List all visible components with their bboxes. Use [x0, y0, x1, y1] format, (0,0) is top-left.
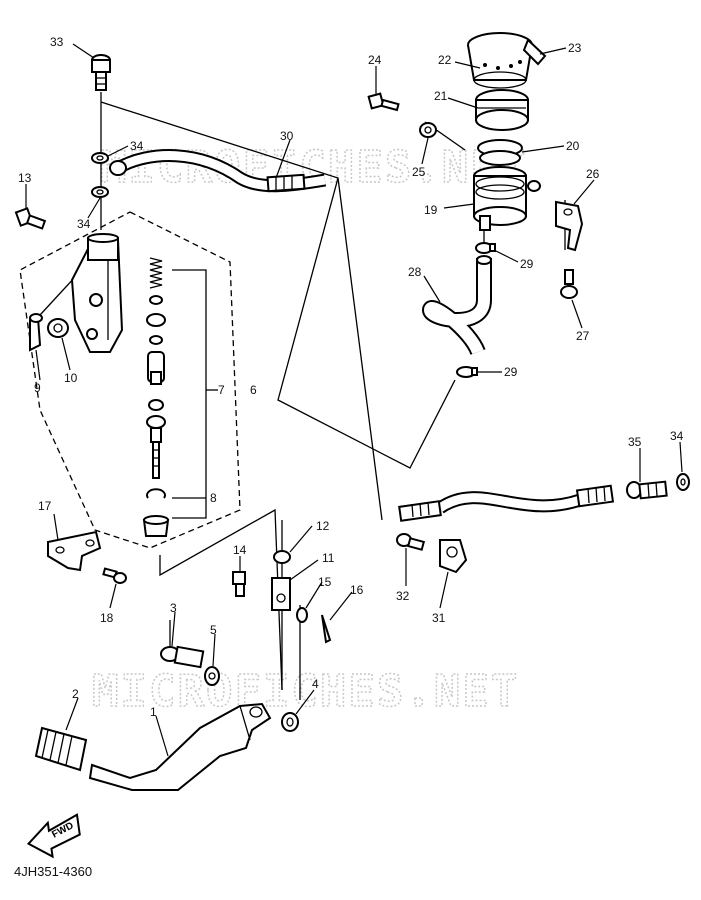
reservoir-cap-22-23	[467, 32, 547, 89]
brake-hose-30	[109, 149, 327, 193]
callout-15: 15	[318, 575, 332, 589]
callout-19: 19	[424, 203, 438, 217]
pedal-rubber-2	[34, 726, 88, 772]
callout-3: 3	[170, 601, 177, 615]
bolt-13	[14, 207, 47, 230]
callout-35: 35	[628, 435, 642, 449]
master-cylinder-body	[70, 233, 124, 353]
callout-21: 21	[434, 89, 448, 103]
callout-32: 32	[396, 589, 410, 603]
callout-24: 24	[368, 53, 382, 67]
callout-33: 33	[50, 35, 64, 49]
callout-26: 26	[586, 167, 600, 181]
copper-washer-34-right	[676, 473, 690, 491]
callout-18: 18	[100, 611, 114, 625]
banjo-bolt-33	[91, 54, 111, 91]
screw-24	[367, 92, 400, 112]
callout-20: 20	[566, 139, 580, 153]
piston-kit-parts	[142, 257, 170, 537]
watermark-bottom: MICROFICHES.NET	[92, 666, 519, 717]
boot-10	[47, 318, 69, 338]
leader-lines	[25, 43, 683, 757]
banjo-bolt-35	[626, 480, 668, 500]
callout-17: 17	[38, 499, 52, 513]
callout-31: 31	[432, 611, 446, 625]
bolt-18	[102, 567, 127, 584]
callout-11: 11	[322, 551, 335, 565]
callout-34-right: 34	[670, 429, 684, 443]
callout-14: 14	[233, 543, 247, 557]
callout-2: 2	[72, 687, 79, 701]
callout-27: 27	[576, 329, 590, 343]
callout-10: 10	[64, 371, 78, 385]
fwd-arrow-icon: FWD	[26, 813, 81, 859]
callout-34-mid: 34	[77, 217, 91, 231]
callout-9: 9	[34, 381, 41, 395]
clevis-11	[271, 577, 291, 611]
bracket-17	[47, 530, 102, 572]
brake-pedal-1	[88, 702, 272, 791]
callout-6: 6	[250, 383, 257, 397]
pin-9	[29, 313, 43, 352]
diaphragm-holder-21	[475, 89, 529, 131]
brake-hose-lower	[398, 484, 615, 522]
callout-8: 8	[210, 491, 217, 505]
callout-29-bottom: 29	[504, 365, 518, 379]
washer-15	[296, 607, 308, 623]
hose-clamp-29-bottom	[456, 366, 478, 378]
callout-23: 23	[568, 41, 582, 55]
callout-29-top: 29	[520, 257, 534, 271]
nut-12	[273, 550, 291, 564]
bracket-26	[555, 200, 584, 252]
callout-13: 13	[18, 171, 32, 185]
copper-washers-34	[91, 152, 109, 198]
callout-7: 7	[218, 383, 225, 397]
callout-22: 22	[438, 53, 452, 67]
callout-25: 25	[412, 165, 426, 179]
callout-34-top: 34	[130, 139, 144, 153]
callout-labels: 33 34 34 13 30 24 23 22 21 20 25 19 26 2…	[18, 35, 684, 719]
callout-1: 1	[150, 705, 157, 719]
grommet-25	[419, 122, 437, 138]
callout-12: 12	[316, 519, 330, 533]
reservoir-hose-28	[421, 255, 492, 356]
callout-30: 30	[280, 129, 294, 143]
callout-16: 16	[350, 583, 364, 597]
diagram-code: 4JH351-4360	[14, 864, 92, 879]
bolt-32	[396, 533, 426, 551]
callout-5: 5	[210, 623, 217, 637]
washer-4	[281, 712, 299, 732]
washer-5	[204, 666, 220, 686]
cotter-pin-16	[321, 614, 332, 644]
callout-28: 28	[408, 265, 422, 279]
pivot-bolt-3	[160, 645, 205, 669]
hose-holder-31	[439, 539, 468, 574]
reservoir-tank-19	[473, 166, 541, 231]
bolt-14	[232, 571, 246, 597]
hose-clamp-29-top	[475, 242, 496, 254]
callout-4: 4	[312, 677, 319, 691]
diaphragm-20	[477, 139, 523, 166]
bolt-27	[560, 269, 578, 299]
